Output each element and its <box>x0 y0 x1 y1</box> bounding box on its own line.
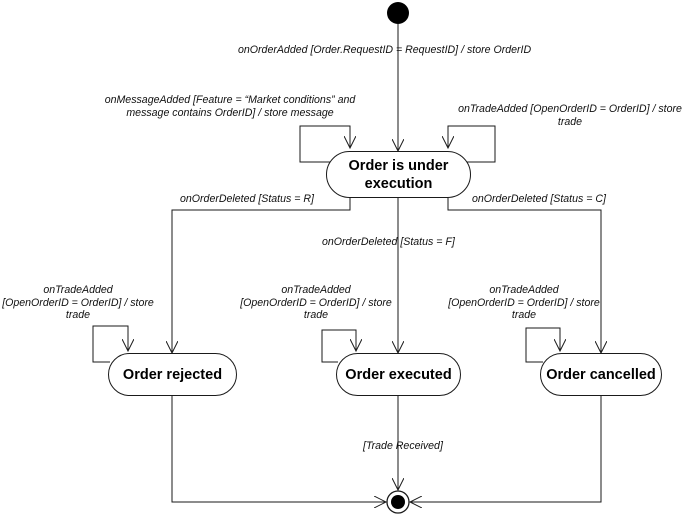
initial-node <box>387 2 409 24</box>
label-trade-added-rejected-line3: trade <box>65 309 91 321</box>
label-trade-added-execution-line2: trade <box>557 115 583 128</box>
label-deleted-f-text: onOrderDeleted [Status = F] <box>322 236 455 248</box>
label-deleted-c-text: onOrderDeleted [Status = C] <box>472 193 606 205</box>
label-trade-received: [Trade Received] <box>363 440 443 453</box>
state-under-execution-line2: execution <box>364 175 433 192</box>
edge-cancelled-to-final <box>410 396 602 502</box>
state-order-rejected-label: Order rejected <box>122 366 223 383</box>
label-trade-added-execution-line1: onTradeAdded [OpenOrderID = OrderID] / s… <box>458 103 682 115</box>
self-loop-trade-added-rejected <box>92 325 128 363</box>
edge-deleted-r <box>172 198 351 353</box>
label-deleted-r-text: onOrderDeleted [Status = R] <box>180 193 314 205</box>
state-order-cancelled-label: Order cancelled <box>546 366 656 383</box>
state-order-executed: Order executed <box>336 353 461 396</box>
state-under-execution-line1: Order is under <box>348 157 449 174</box>
label-trade-added-rejected: onTradeAdded [OpenOrderID = OrderID] / s… <box>0 284 156 322</box>
label-trade-added-rejected-line1: onTradeAdded <box>43 284 113 296</box>
self-loop-message-added <box>299 125 352 163</box>
label-trade-received-text: [Trade Received] <box>363 440 443 452</box>
label-trade-added-executed-line2: [OpenOrderID = OrderID] / store <box>240 296 392 309</box>
final-node <box>386 490 410 514</box>
self-loop-trade-added-cancelled <box>525 327 560 363</box>
label-trade-added-executed-line3: trade <box>303 309 329 321</box>
label-order-added: onOrderAdded [Order.RequestID = RequestI… <box>238 44 531 57</box>
state-order-cancelled: Order cancelled <box>540 353 662 396</box>
label-deleted-f: onOrderDeleted [Status = F] <box>322 236 455 249</box>
label-trade-added-cancelled-line2: [OpenOrderID = OrderID] / store <box>448 296 600 309</box>
label-trade-added-executed-line1: onTradeAdded <box>281 284 351 296</box>
label-message-added: onMessageAdded [Feature = “Market condit… <box>100 94 360 119</box>
self-loop-trade-added-executed <box>321 329 356 363</box>
label-deleted-r: onOrderDeleted [Status = R] <box>180 193 314 206</box>
state-order-rejected: Order rejected <box>108 353 237 396</box>
edge-rejected-to-final <box>171 396 386 502</box>
label-trade-added-cancelled: onTradeAdded [OpenOrderID = OrderID] / s… <box>446 284 602 322</box>
label-deleted-c: onOrderDeleted [Status = C] <box>472 193 606 206</box>
state-order-under-execution: Order is under execution <box>326 151 471 198</box>
label-trade-added-execution: onTradeAdded [OpenOrderID = OrderID] / s… <box>452 103 683 128</box>
label-trade-added-cancelled-line1: onTradeAdded <box>489 284 559 296</box>
label-order-added-text: onOrderAdded [Order.RequestID = RequestI… <box>238 44 532 56</box>
label-message-added-line1: onMessageAdded [Feature = “Market condit… <box>104 94 356 106</box>
state-order-executed-label: Order executed <box>345 366 452 383</box>
edge-deleted-c <box>447 198 601 353</box>
label-trade-added-cancelled-line3: trade <box>511 309 537 321</box>
label-trade-added-rejected-line2: [OpenOrderID = OrderID] / store <box>2 296 154 309</box>
label-trade-added-executed: onTradeAdded [OpenOrderID = OrderID] / s… <box>238 284 394 322</box>
self-loop-trade-added-execution <box>447 125 496 163</box>
label-message-added-line2: message contains OrderID] / store messag… <box>126 106 334 119</box>
